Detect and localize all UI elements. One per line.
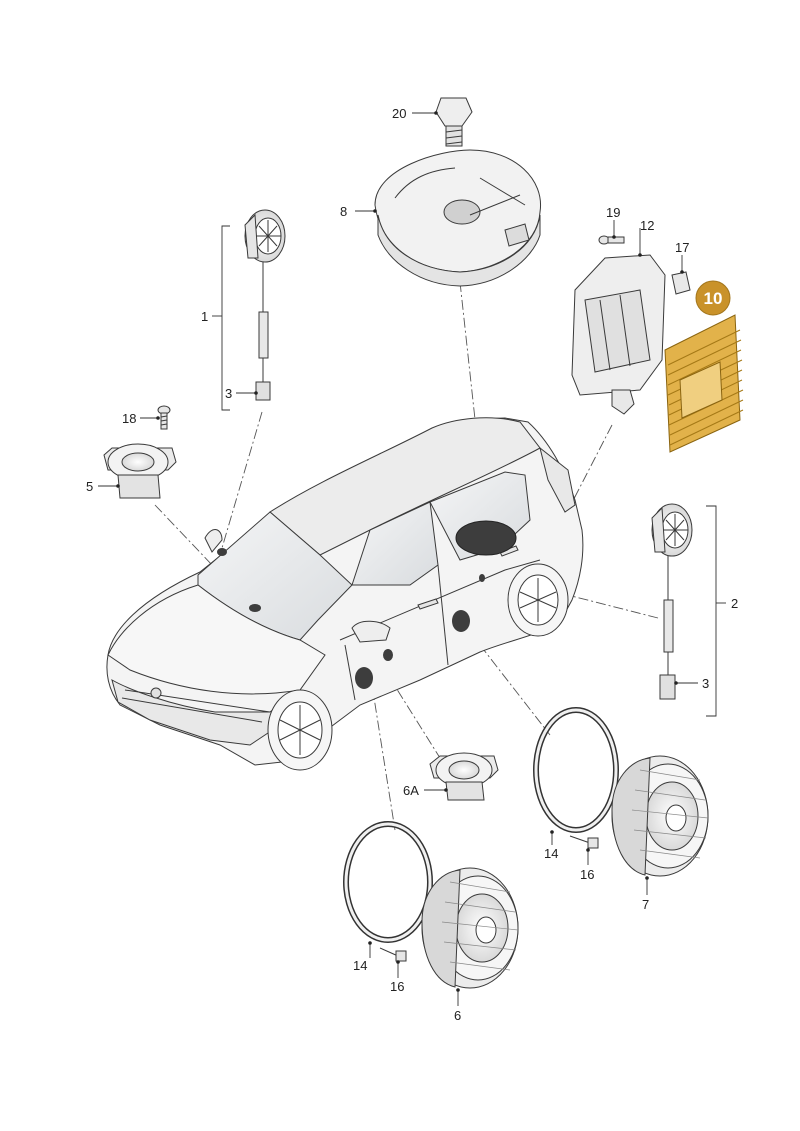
part-8-subwoofer (355, 149, 542, 287)
callout-6a: 6A (403, 783, 419, 798)
callout-14-front: 14 (353, 958, 367, 973)
callout-3-left: 3 (225, 386, 232, 401)
part-20-bolt (412, 97, 473, 147)
callout-6: 6 (454, 1008, 461, 1023)
callout-17: 17 (675, 240, 689, 255)
part-6-front-door-speaker (421, 867, 519, 1006)
part-16-rivet-front (379, 947, 407, 978)
callout-10: 10 (704, 289, 723, 308)
callout-1: 1 (201, 309, 208, 324)
part-2-tweeter-assembly (651, 503, 726, 717)
callout-5: 5 (86, 479, 93, 494)
callout-19: 19 (606, 205, 620, 220)
callout-7: 7 (642, 897, 649, 912)
callout-16-rear: 16 (580, 867, 594, 882)
part-6a-door-speaker (424, 752, 499, 801)
callout-8: 8 (340, 204, 347, 219)
part-12-bracket (571, 228, 666, 415)
car-body (106, 417, 584, 771)
part-5-dash-speaker (98, 443, 177, 499)
part-16-rivet-rear (569, 835, 599, 865)
callout-3-right: 3 (702, 676, 709, 691)
callout-labels: 20 8 1 3 18 5 19 12 17 10 2 3 6A 14 16 7… (86, 106, 738, 1023)
part-14-seal-rear (533, 707, 619, 845)
callout-14-rear: 14 (544, 846, 558, 861)
part-1-tweeter-assembly (212, 209, 286, 411)
part-10-amplifier (664, 280, 744, 453)
part-14-seal-front (343, 821, 433, 958)
part-17-clip (671, 255, 691, 295)
callout-20: 20 (392, 106, 406, 121)
callout-18: 18 (122, 411, 136, 426)
part-19-screw (598, 220, 625, 245)
part-18-screw (140, 405, 171, 430)
callout-16-front: 16 (390, 979, 404, 994)
callout-12: 12 (640, 218, 654, 233)
part-7-rear-door-speaker (611, 755, 709, 895)
callout-2: 2 (731, 596, 738, 611)
